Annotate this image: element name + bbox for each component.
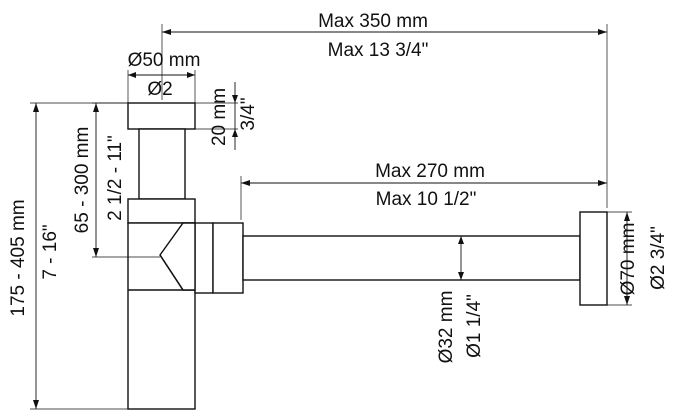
trap-assembly: [127, 102, 608, 410]
neck-range-in-label: 2 1/2 - 11": [105, 135, 126, 221]
dimension-flange-diameter: Ø70 mm Ø2 3/4": [607, 211, 669, 306]
cap-height-mm-label: 20 mm: [209, 88, 230, 146]
flange-diameter-in-label: Ø2 3/4": [648, 226, 669, 290]
flange-diameter-mm-label: Ø70 mm: [618, 223, 639, 296]
pipe-diameter-mm-label: Ø32 mm: [436, 291, 457, 364]
pipe-length-mm-label: Max 270 mm: [375, 161, 485, 182]
dimension-cap-diameter: Ø50 mm Ø2: [128, 50, 201, 103]
total-length-in-label: Max 13 3/4": [328, 40, 429, 61]
dimension-overall-height: 175 - 405 mm 7 - 16": [8, 102, 128, 410]
dip-tube-left: [159, 254, 184, 291]
dimension-cap-height: 20 mm 3/4": [195, 82, 259, 150]
neck-tube: [138, 128, 186, 200]
top-cap: [127, 102, 196, 130]
outlet-sleeve: [212, 222, 244, 294]
pipe-diameter-in-label: Ø1 1/4": [464, 294, 485, 358]
cap-height-in-label: 3/4": [238, 97, 259, 130]
total-length-mm-label: Max 350 mm: [318, 11, 428, 32]
neck-range-mm-label: 65 - 300 mm: [72, 127, 93, 234]
wall-flange: [579, 211, 608, 306]
pipe-length-in-label: Max 10 1/2": [376, 189, 477, 210]
overall-height-mm-label: 175 - 405 mm: [8, 199, 29, 316]
dimension-pipe-diameter: Ø32 mm Ø1 1/4": [436, 236, 485, 363]
outlet-nut: [194, 222, 214, 294]
dimension-total-length: Max 350 mm Max 13 3/4": [161, 11, 608, 208]
dimension-neck-range: 65 - 300 mm 2 1/2 - 11": [72, 102, 160, 258]
overall-height-in-label: 7 - 16": [40, 224, 61, 279]
cap-diameter-in-label: Ø2: [147, 79, 172, 100]
dimension-pipe-length: Max 270 mm Max 10 1/2": [240, 161, 607, 220]
cap-diameter-mm-label: Ø50 mm: [128, 50, 201, 71]
collar: [127, 198, 196, 224]
horizontal-pipe: [242, 235, 581, 281]
